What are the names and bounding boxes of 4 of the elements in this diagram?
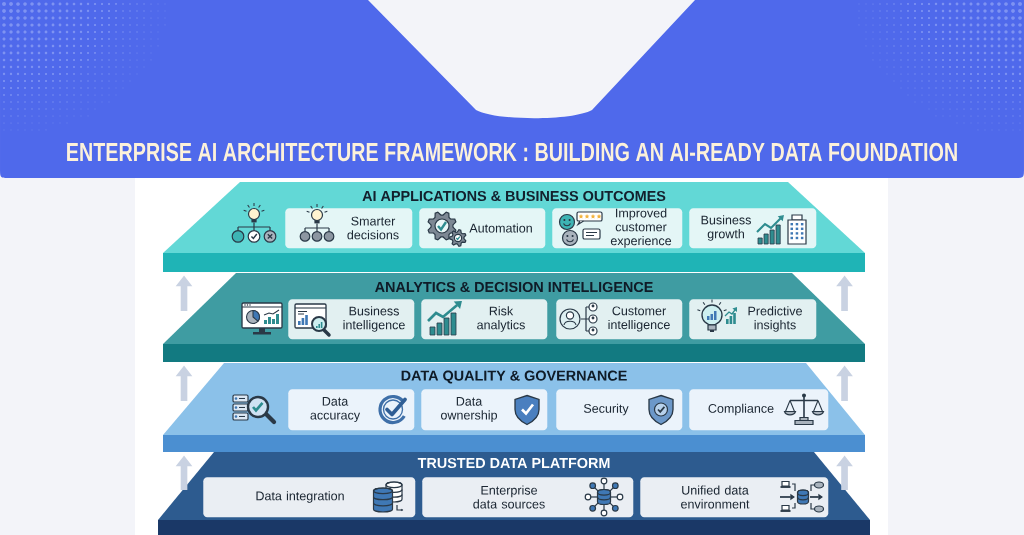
feature-card: Data accuracy: [288, 389, 415, 431]
feature-card: Compliance: [689, 389, 829, 431]
feature-card: Smarter decisions: [285, 208, 413, 249]
title: ENTERPRISE AI ARCHITECTURE FRAMEWORK : BUILDING AN AI-READY DATA FOUNDATION: [67, 142, 957, 162]
